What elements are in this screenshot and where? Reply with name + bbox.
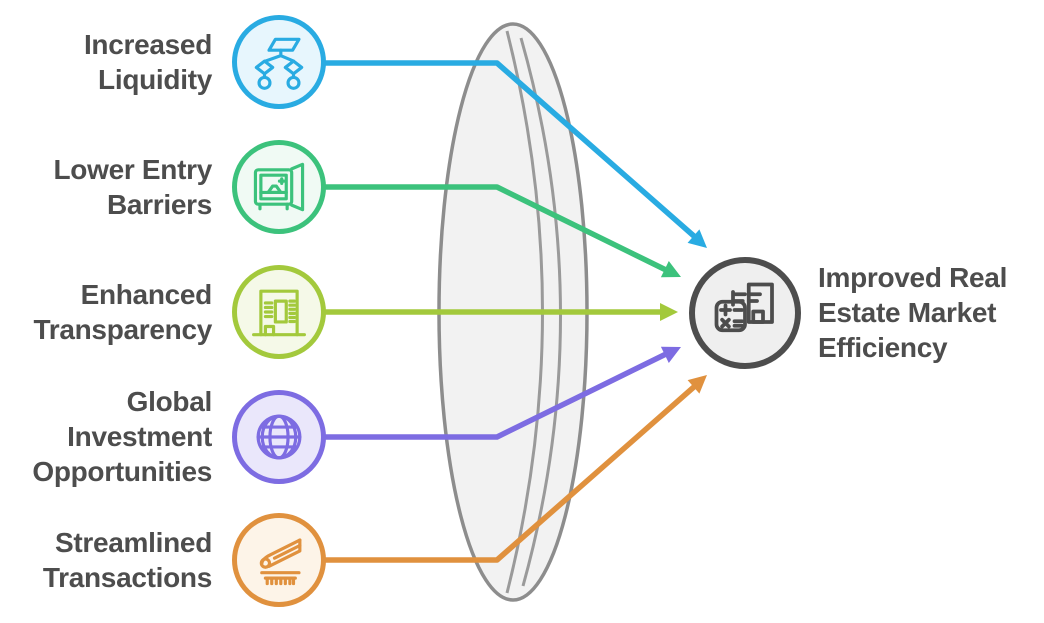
label-increased-liquidity: Increased Liquidity bbox=[0, 27, 212, 97]
label-line: Transactions bbox=[42, 562, 212, 593]
label-line: Global bbox=[126, 386, 213, 417]
connector-global-investment bbox=[310, 351, 668, 440]
label-lower-entry-barriers: Lower Entry Barriers bbox=[0, 152, 212, 222]
arrowhead-icon bbox=[687, 229, 707, 248]
label-enhanced-transparency: Enhanced Transparency bbox=[0, 277, 213, 347]
node-increased-liquidity bbox=[232, 15, 326, 109]
globe-icon bbox=[256, 414, 302, 460]
label-global-investment-opportunities: Global Investment Opportunities bbox=[0, 384, 212, 489]
label-line: Liquidity bbox=[98, 64, 212, 95]
label-line: Enhanced bbox=[80, 279, 213, 310]
train-icon bbox=[259, 538, 302, 586]
node-lower-entry-barriers bbox=[232, 140, 326, 234]
label-line: Barriers bbox=[106, 189, 212, 220]
connector-streamlined-transactions bbox=[310, 383, 697, 563]
arrowhead-icon bbox=[687, 375, 707, 394]
label-improved-market-efficiency: Improved Real Estate Market Efficiency bbox=[818, 260, 1044, 365]
calculator-document-icon bbox=[714, 282, 774, 333]
open-safe-icon bbox=[253, 162, 305, 212]
node-enhanced-transparency bbox=[232, 265, 326, 359]
node-streamlined-transactions bbox=[232, 513, 326, 607]
arrowhead-icon bbox=[660, 261, 681, 278]
label-line: Lower Entry bbox=[53, 154, 212, 185]
building-icon bbox=[252, 289, 306, 337]
label-line: Increased bbox=[83, 29, 212, 60]
arrowhead-icon bbox=[660, 303, 678, 321]
connector-lower-entry-barriers bbox=[310, 184, 668, 273]
label-streamlined-transactions: Streamlined Transactions bbox=[0, 525, 212, 595]
label-line: Opportunities bbox=[32, 456, 212, 487]
node-improved-market-efficiency bbox=[689, 257, 801, 369]
arrowheads bbox=[660, 229, 707, 394]
connector-increased-liquidity bbox=[310, 60, 697, 240]
label-line: Estate Market bbox=[818, 297, 997, 328]
connectors bbox=[310, 60, 697, 563]
node-global-investment-opportunities bbox=[232, 390, 326, 484]
label-line: Streamlined bbox=[55, 527, 212, 558]
label-line: Efficiency bbox=[818, 332, 948, 363]
arrowhead-icon bbox=[660, 346, 681, 363]
label-line: Transparency bbox=[33, 314, 213, 345]
flowchart-icon bbox=[254, 37, 304, 90]
label-line: Improved Real bbox=[818, 262, 1008, 293]
label-line: Investment bbox=[67, 421, 212, 452]
